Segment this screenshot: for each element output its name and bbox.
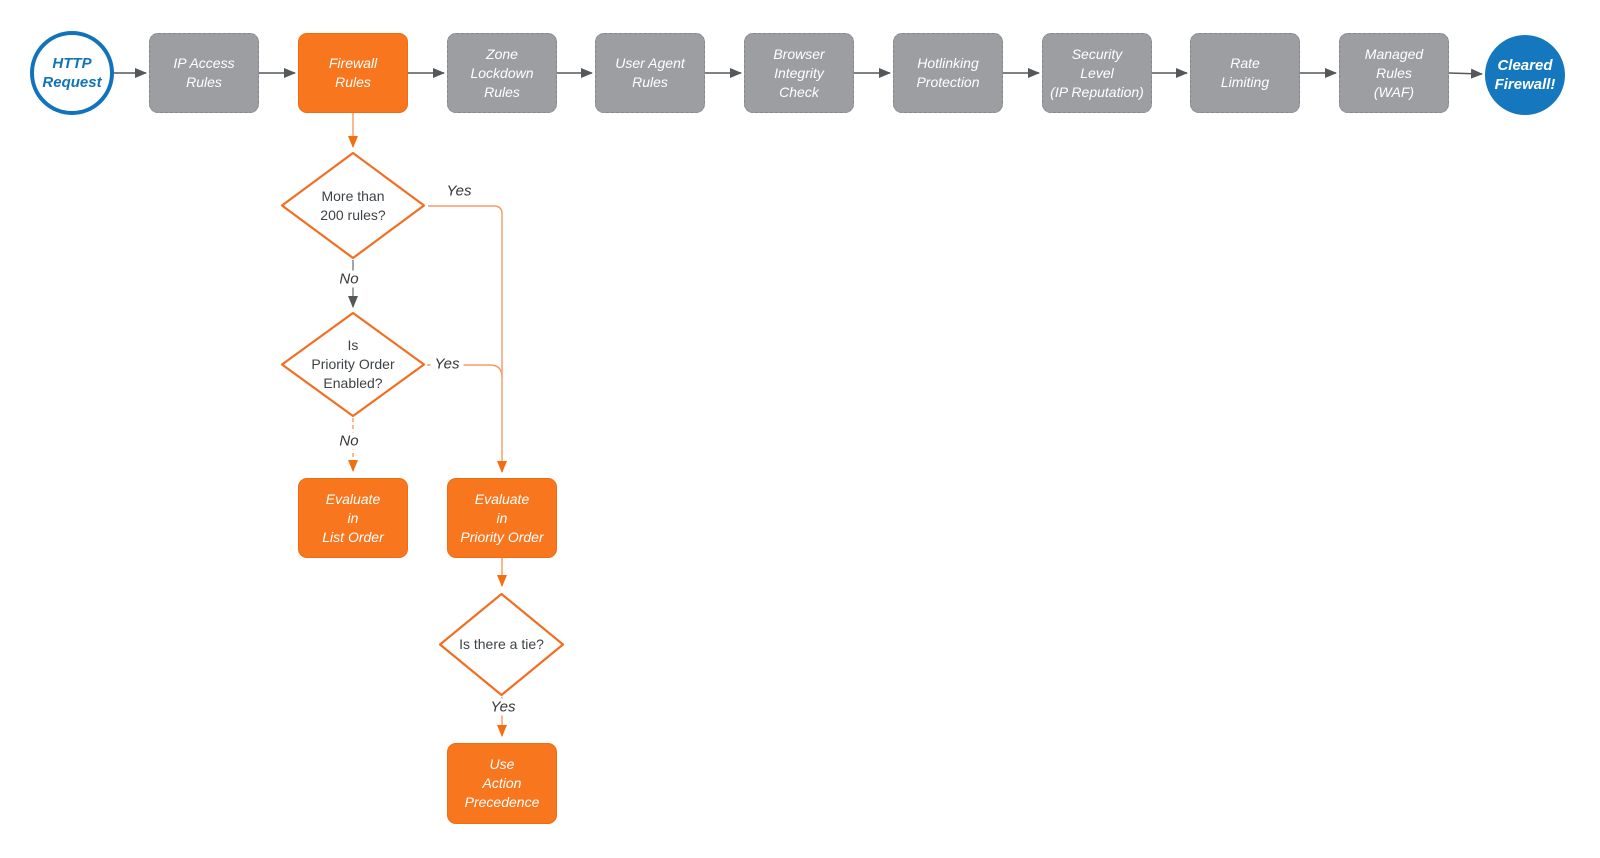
edge-label-yes-priority: Yes xyxy=(430,355,464,373)
node-rate-limiting: Rate Limiting xyxy=(1190,33,1300,113)
edge-yes-200-to-priority-eval xyxy=(428,205,507,473)
edge-label-no-priority: No xyxy=(335,432,363,450)
diamond-shape xyxy=(280,311,426,418)
node-http-request: HTTP Request xyxy=(30,31,114,115)
decision-is-there-a-tie: Is there a tie? xyxy=(438,592,565,697)
node-security-level: Security Level (IP Reputation) xyxy=(1042,33,1152,113)
decision-label: Is there a tie? xyxy=(459,636,544,652)
edge-label-no-200: No xyxy=(335,270,363,288)
node-use-action-precedence: Use Action Precedence xyxy=(447,743,557,824)
decision-label: Is Priority Order Enabled? xyxy=(311,337,395,391)
node-ip-access-rules: IP Access Rules xyxy=(149,33,259,113)
node-cleared-firewall: Cleared Firewall! xyxy=(1485,35,1565,115)
decision-label: More than 200 rules? xyxy=(320,187,386,223)
node-hotlinking-protection: Hotlinking Protection xyxy=(893,33,1003,113)
node-user-agent-rules: User Agent Rules xyxy=(595,33,705,113)
node-evaluate-list-order: Evaluate in List Order xyxy=(298,478,408,558)
decision-more-than-200-rules: More than 200 rules? xyxy=(280,151,426,260)
diamond-shape xyxy=(438,592,565,697)
edge-label-yes-200: Yes xyxy=(446,182,472,200)
node-evaluate-priority-order: Evaluate in Priority Order xyxy=(447,478,557,558)
node-zone-lockdown-rules: Zone Lockdown Rules xyxy=(447,33,557,113)
decision-priority-order-enabled: Is Priority Order Enabled? xyxy=(280,311,426,418)
node-firewall-rules: Firewall Rules xyxy=(298,33,408,113)
diamond-shape xyxy=(280,151,426,260)
node-browser-integrity: Browser Integrity Check xyxy=(744,33,854,113)
edge-label-yes-tie: Yes xyxy=(486,698,520,716)
node-managed-rules-waf: Managed Rules (WAF) xyxy=(1339,33,1449,113)
